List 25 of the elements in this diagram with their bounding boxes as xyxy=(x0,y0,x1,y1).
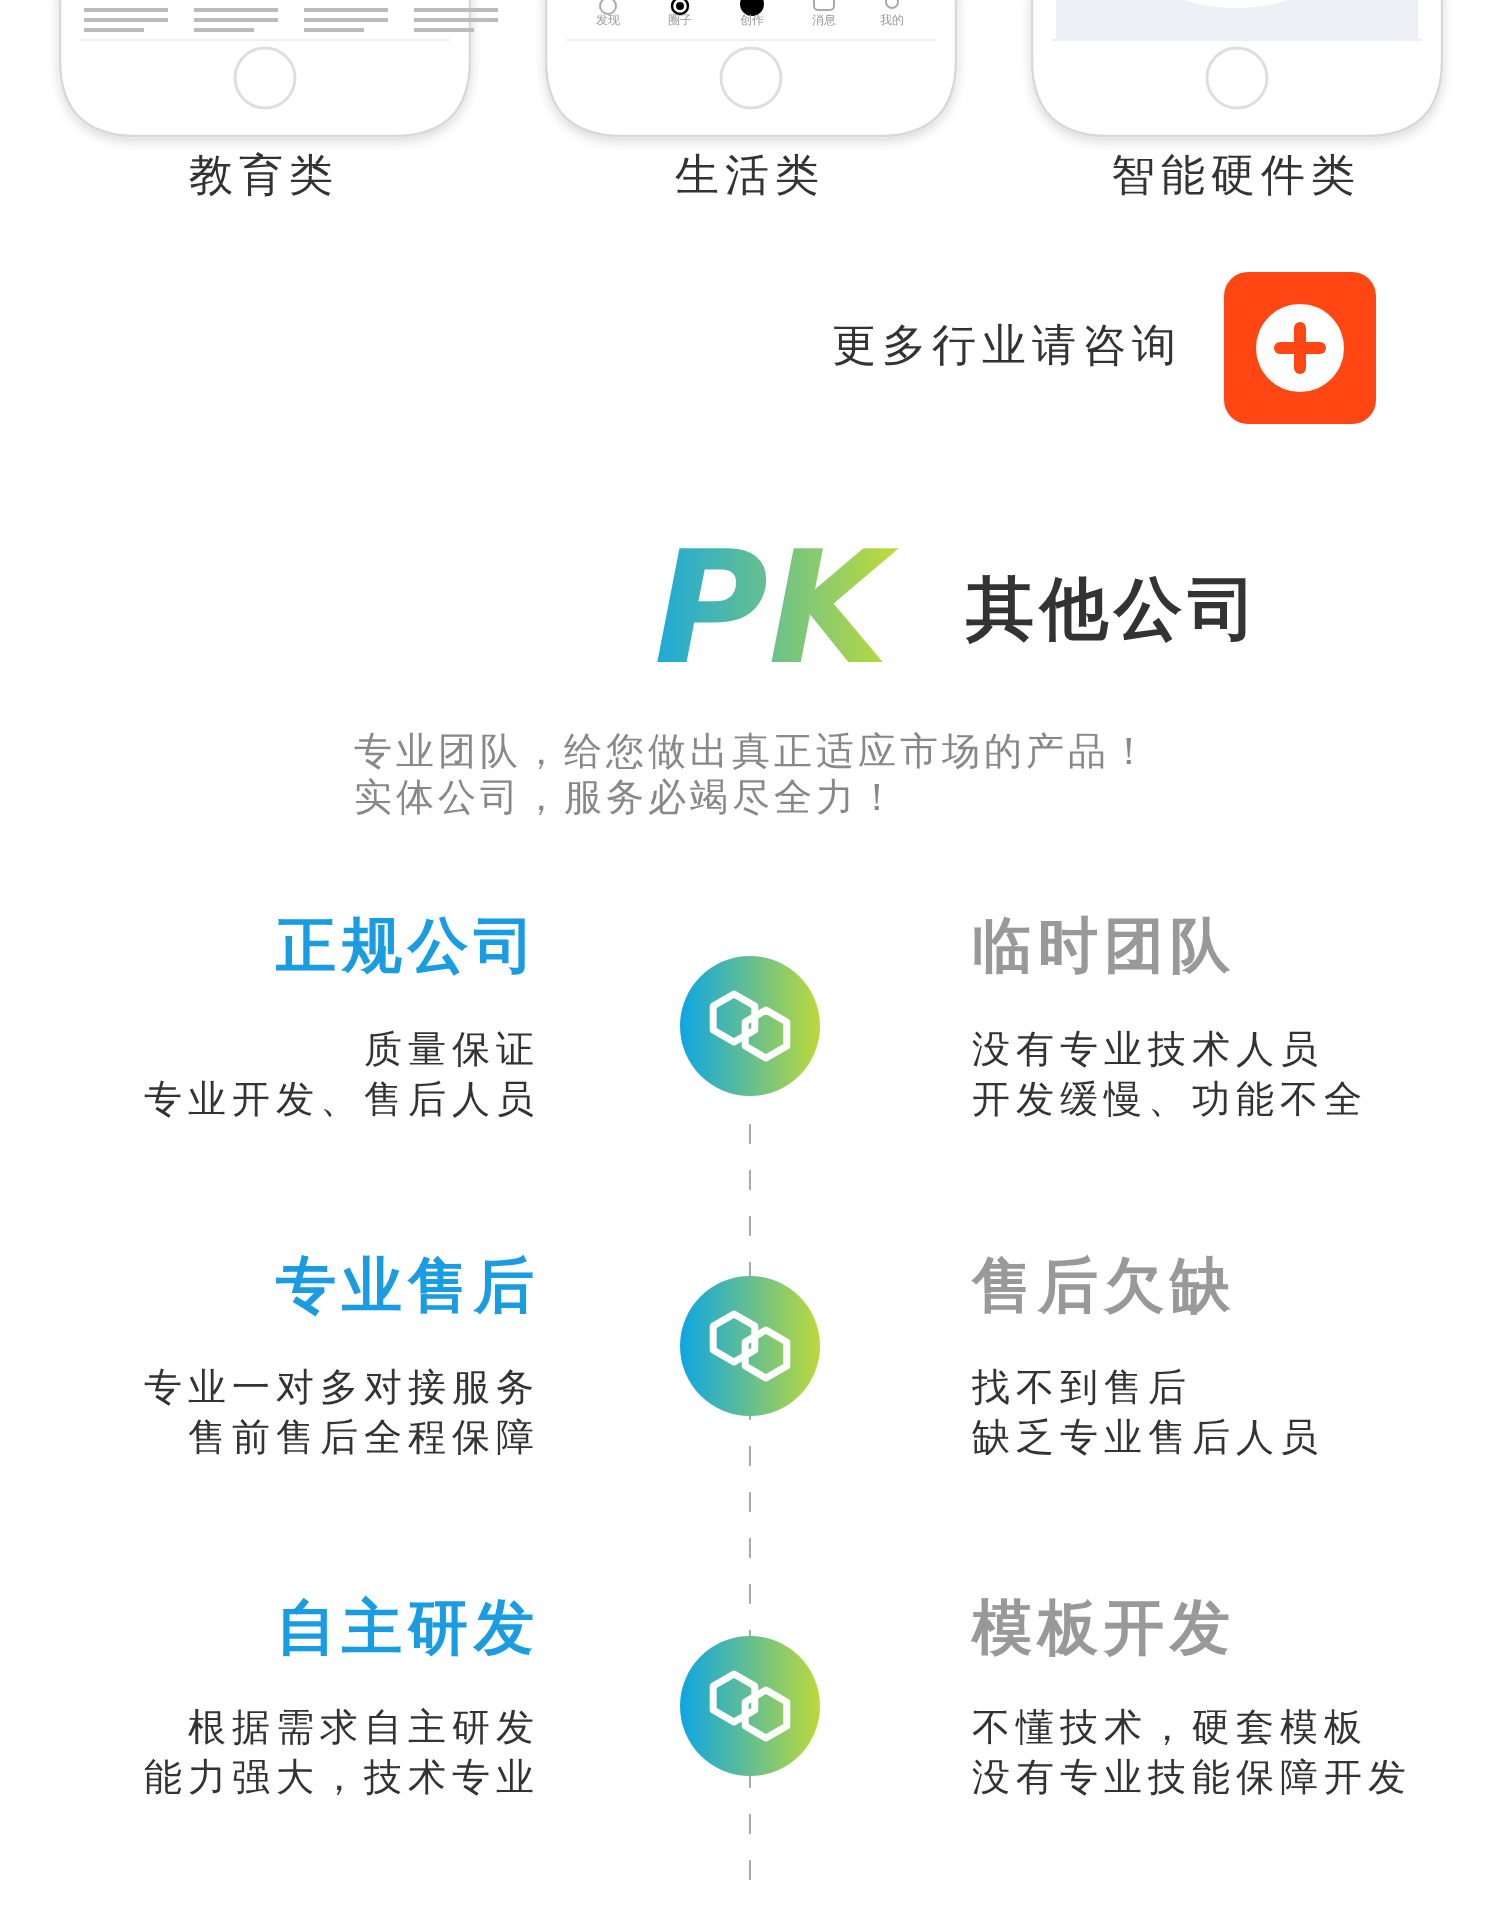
heading: 其他公司 xyxy=(966,569,1262,651)
column-title: 临时团队 xyxy=(972,912,1236,984)
feature-text: 没有专业技能保障开发 xyxy=(972,1755,1412,1801)
category-label: 教育类 xyxy=(189,152,339,205)
feature-text: 缺乏专业售后人员 xyxy=(972,1415,1324,1461)
consult-text: 更多行业请咨询 xyxy=(832,322,1182,375)
category-label: 智能硬件类 xyxy=(1111,152,1361,205)
category-label: 生活类 xyxy=(675,152,825,205)
column-title: 正规公司 xyxy=(276,912,540,984)
feature-text: 质量保证 xyxy=(364,1027,540,1073)
feature-text: 能力强大，技术专业 xyxy=(144,1755,540,1801)
column-title: 专业售后 xyxy=(276,1252,540,1324)
column-title: 模板开发 xyxy=(972,1594,1236,1666)
column-title: 自主研发 xyxy=(276,1594,540,1666)
feature-text: 找不到售后 xyxy=(972,1365,1192,1411)
feature-text: 没有专业技术人员 xyxy=(972,1027,1324,1073)
feature-text: 售前售后全程保障 xyxy=(188,1415,540,1461)
column-title: 售后欠缺 xyxy=(972,1252,1236,1324)
feature-text: 专业开发、售后人员 xyxy=(144,1077,540,1123)
feature-text: 开发缓慢、功能不全 xyxy=(972,1077,1368,1123)
subtitle-line: 实体公司，服务必竭尽全力！ xyxy=(354,775,900,821)
feature-text: 不懂技术，硬套模板 xyxy=(972,1705,1368,1751)
feature-text: 专业一对多对接服务 xyxy=(144,1365,540,1411)
feature-text: 根据需求自主研发 xyxy=(188,1705,540,1751)
subtitle-line: 专业团队，给您做出真正适应市场的产品！ xyxy=(354,729,1152,775)
